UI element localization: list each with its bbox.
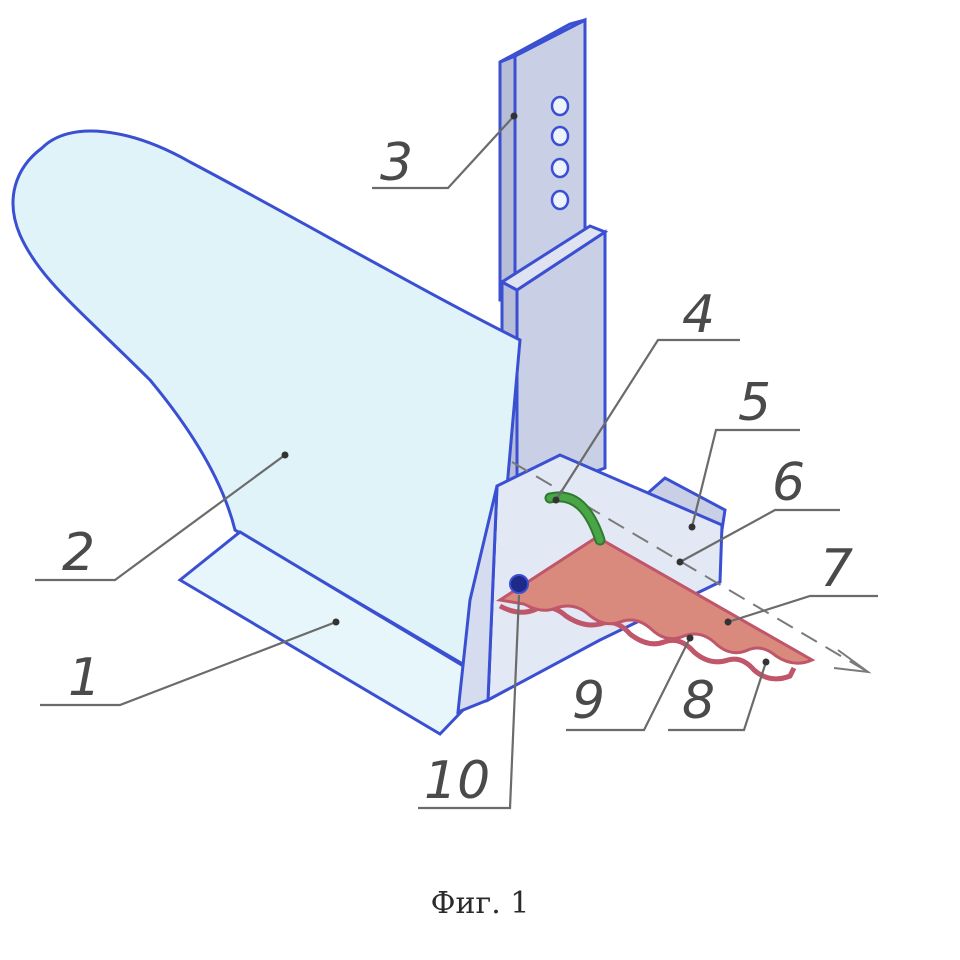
- shank-top-cap: [499, 18, 586, 64]
- leader-dot-2: [281, 451, 289, 459]
- leader-dot-9: [686, 634, 694, 642]
- leader-dot-8: [762, 658, 770, 666]
- holder-front-face: [456, 485, 499, 715]
- hole: [550, 95, 570, 117]
- axis-arrow: [833, 649, 872, 674]
- callout-5: 5: [738, 373, 771, 433]
- callout-7: 7: [820, 539, 853, 599]
- callouts: 1 2 3 4 5 6 7 8 9 10: [35, 112, 878, 811]
- callout-4: 4: [682, 285, 715, 345]
- leader-7: [727, 594, 878, 624]
- callout-3: 3: [380, 133, 413, 193]
- leader-10: [418, 594, 521, 810]
- knife-blade: [495, 535, 816, 665]
- leader-dot-7: [724, 618, 732, 626]
- callout-2: 2: [62, 523, 95, 583]
- callout-1: 1: [68, 648, 101, 708]
- leader-dot-3: [510, 112, 518, 120]
- leader-9: [566, 637, 691, 732]
- callout-9: 9: [572, 671, 605, 731]
- leader-dot-5: [688, 523, 696, 531]
- leader-2: [35, 454, 286, 582]
- leader-5: [690, 428, 800, 528]
- callout-10: 10: [424, 751, 490, 811]
- leader-dot-4: [552, 496, 560, 504]
- shank-stand: [498, 17, 609, 503]
- pivot-bolt: [509, 574, 529, 594]
- figure-caption: Фиг. 1: [430, 886, 530, 921]
- leader-4: [555, 338, 740, 501]
- hole: [550, 189, 570, 211]
- hole: [550, 157, 570, 179]
- moldboard: [11, 129, 522, 683]
- leader-3: [372, 115, 515, 190]
- leader-8: [668, 661, 768, 732]
- leader-1: [40, 620, 337, 707]
- leader-6: [679, 508, 840, 563]
- shank-step: [499, 224, 609, 292]
- callout-6: 6: [772, 453, 805, 513]
- callout-8: 8: [682, 671, 715, 731]
- hole: [550, 125, 570, 147]
- leader-dot-1: [332, 618, 340, 626]
- shank-upper-side: [498, 53, 517, 302]
- leader-dot-6: [676, 558, 684, 566]
- mounting-holes: [550, 95, 570, 211]
